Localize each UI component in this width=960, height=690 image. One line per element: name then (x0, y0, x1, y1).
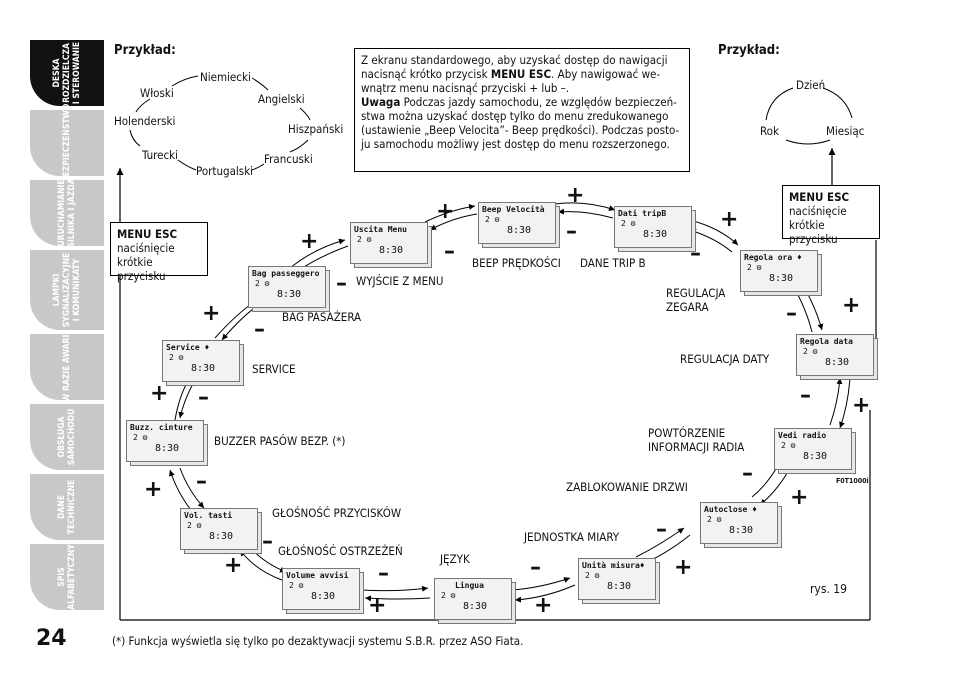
plus-sign: + (202, 301, 221, 326)
screen-autoclose: Autoclose ♦2 ⚙8:30 (700, 502, 782, 548)
label-service: SERVICE (252, 362, 296, 376)
label-beep: BEEP PRĘDKOŚCI (472, 256, 561, 270)
label-dane: DANE TRIP B (580, 256, 646, 270)
tab-bezpieczenstwo[interactable]: BEZPIECZEŃSTWO (30, 104, 104, 182)
tab-spis[interactable]: SPIS ALFABETYCZNY (30, 544, 104, 610)
tab-dane-techniczne[interactable]: DANE TECHNICZNE (30, 474, 104, 540)
screen-service: Service ♦2 ⚙8:30 (162, 340, 244, 386)
menu-esc-right-box: MENU ESC naciśnięcie krótkie przycisku (782, 185, 880, 246)
side-tabs: DESKA ROZDZIELCZA I STEROWANIE BEZPIECZE… (0, 40, 108, 610)
label-wyjscie: WYJŚCIE Z MENU (356, 274, 444, 288)
lang-angielski: Angielski (258, 92, 305, 106)
example-left-title: Przykład: (114, 43, 176, 58)
info-box: Z ekranu standardowego, aby uzyskać dost… (354, 48, 690, 172)
label-bag: BAG PASAŻERA (282, 310, 362, 324)
plus-sign: + (300, 229, 319, 254)
lang-hiszpanski: Hiszpański (288, 122, 344, 136)
plus-sign: + (674, 555, 693, 580)
plus-sign: + (534, 593, 553, 618)
minus-sign: – (742, 461, 753, 486)
minus-sign: – (530, 555, 541, 580)
page-number: 24 (36, 626, 67, 651)
lang-turecki: Turecki (142, 148, 179, 162)
plus-sign: + (842, 293, 861, 318)
plus-sign: + (566, 183, 585, 208)
example-right-title: Przykład: (718, 43, 780, 58)
plus-sign: + (720, 207, 739, 232)
lang-holenderski: Holenderski (114, 114, 176, 128)
minus-sign: – (196, 469, 207, 494)
tab-w-razie-awarii[interactable]: W RAZIE AWARII (30, 332, 104, 402)
minus-sign: – (566, 219, 577, 244)
label-jednostka: JEDNOSTKA MIARY (524, 530, 620, 544)
minus-sign: – (336, 271, 347, 296)
lang-niemiecki: Niemiecki (200, 70, 251, 84)
minus-sign: – (378, 561, 389, 586)
footnote: (*) Funkcja wyświetla się tylko po dezak… (112, 634, 524, 648)
label-zablok: ZABLOKOWANIE DRZWI (566, 480, 688, 494)
minus-sign: – (198, 385, 209, 410)
plus-sign: + (224, 553, 243, 578)
tab-obsluga[interactable]: OBSŁUGA SAMOCHODU (30, 404, 104, 470)
tab-uruchamianie[interactable]: URUCHAMIANIE SILNIKA I JAZDA (30, 178, 104, 248)
minus-sign: – (444, 239, 455, 264)
screen-regola-ora: Regola ora ♦2 ⚙8:30 (740, 250, 822, 296)
label-powt-2: INFORMACJI RADIA (648, 440, 745, 454)
minus-sign: – (656, 517, 667, 542)
label-reg-daty: REGULACJA DATY (680, 352, 770, 366)
menu-esc-left-box: MENU ESC naciśnięcie krótkie przycisku (110, 222, 208, 283)
screen-unita-misura: Unità misura♦2 ⚙8:30 (578, 558, 660, 604)
lang-portugalski: Portugalski (196, 164, 254, 178)
minus-sign: – (800, 383, 811, 408)
minus-sign: – (262, 529, 273, 554)
date-miesiac: Miesiąc (826, 124, 865, 138)
date-dzien: Dzień (796, 78, 826, 92)
plus-sign: + (790, 485, 809, 510)
lang-francuski: Francuski (264, 152, 313, 166)
label-glosnosc-ostrz: GŁOŚNOŚĆ OSTRZEŻEŃ (278, 544, 403, 558)
label-buzzer: BUZZER PASÓW BEZP. (*) (214, 434, 346, 448)
label-jezyk: JĘZYK (440, 552, 470, 566)
plus-sign: + (852, 393, 871, 418)
lang-wloski: Włoski (140, 86, 174, 100)
date-rok: Rok (760, 124, 779, 138)
minus-sign: – (254, 317, 265, 342)
plus-sign: + (150, 381, 169, 406)
plus-sign: + (368, 593, 387, 618)
plus-sign: + (144, 477, 163, 502)
label-powt-1: POWTÓRZENIE (648, 426, 726, 440)
minus-sign: – (690, 241, 701, 266)
label-reg-zegara-2: ZEGARA (666, 300, 709, 314)
figure-ref: rys. 19 (810, 582, 848, 596)
label-reg-zegara-1: REGULACJA (666, 286, 726, 300)
tab-deska-rozdzielcza[interactable]: DESKA ROZDZIELCZA I STEROWANIE (30, 40, 104, 106)
minus-sign: – (786, 301, 797, 326)
plus-sign: + (436, 199, 455, 224)
tab-lampki[interactable]: LAMPKI SYGNALIZACYJNE I KOMUNIKATY (30, 250, 104, 330)
figure-code: F0T1000i (836, 477, 869, 485)
label-glosnosc-przyc: GŁOŚNOŚĆ PRZYCISKÓW (272, 506, 402, 520)
